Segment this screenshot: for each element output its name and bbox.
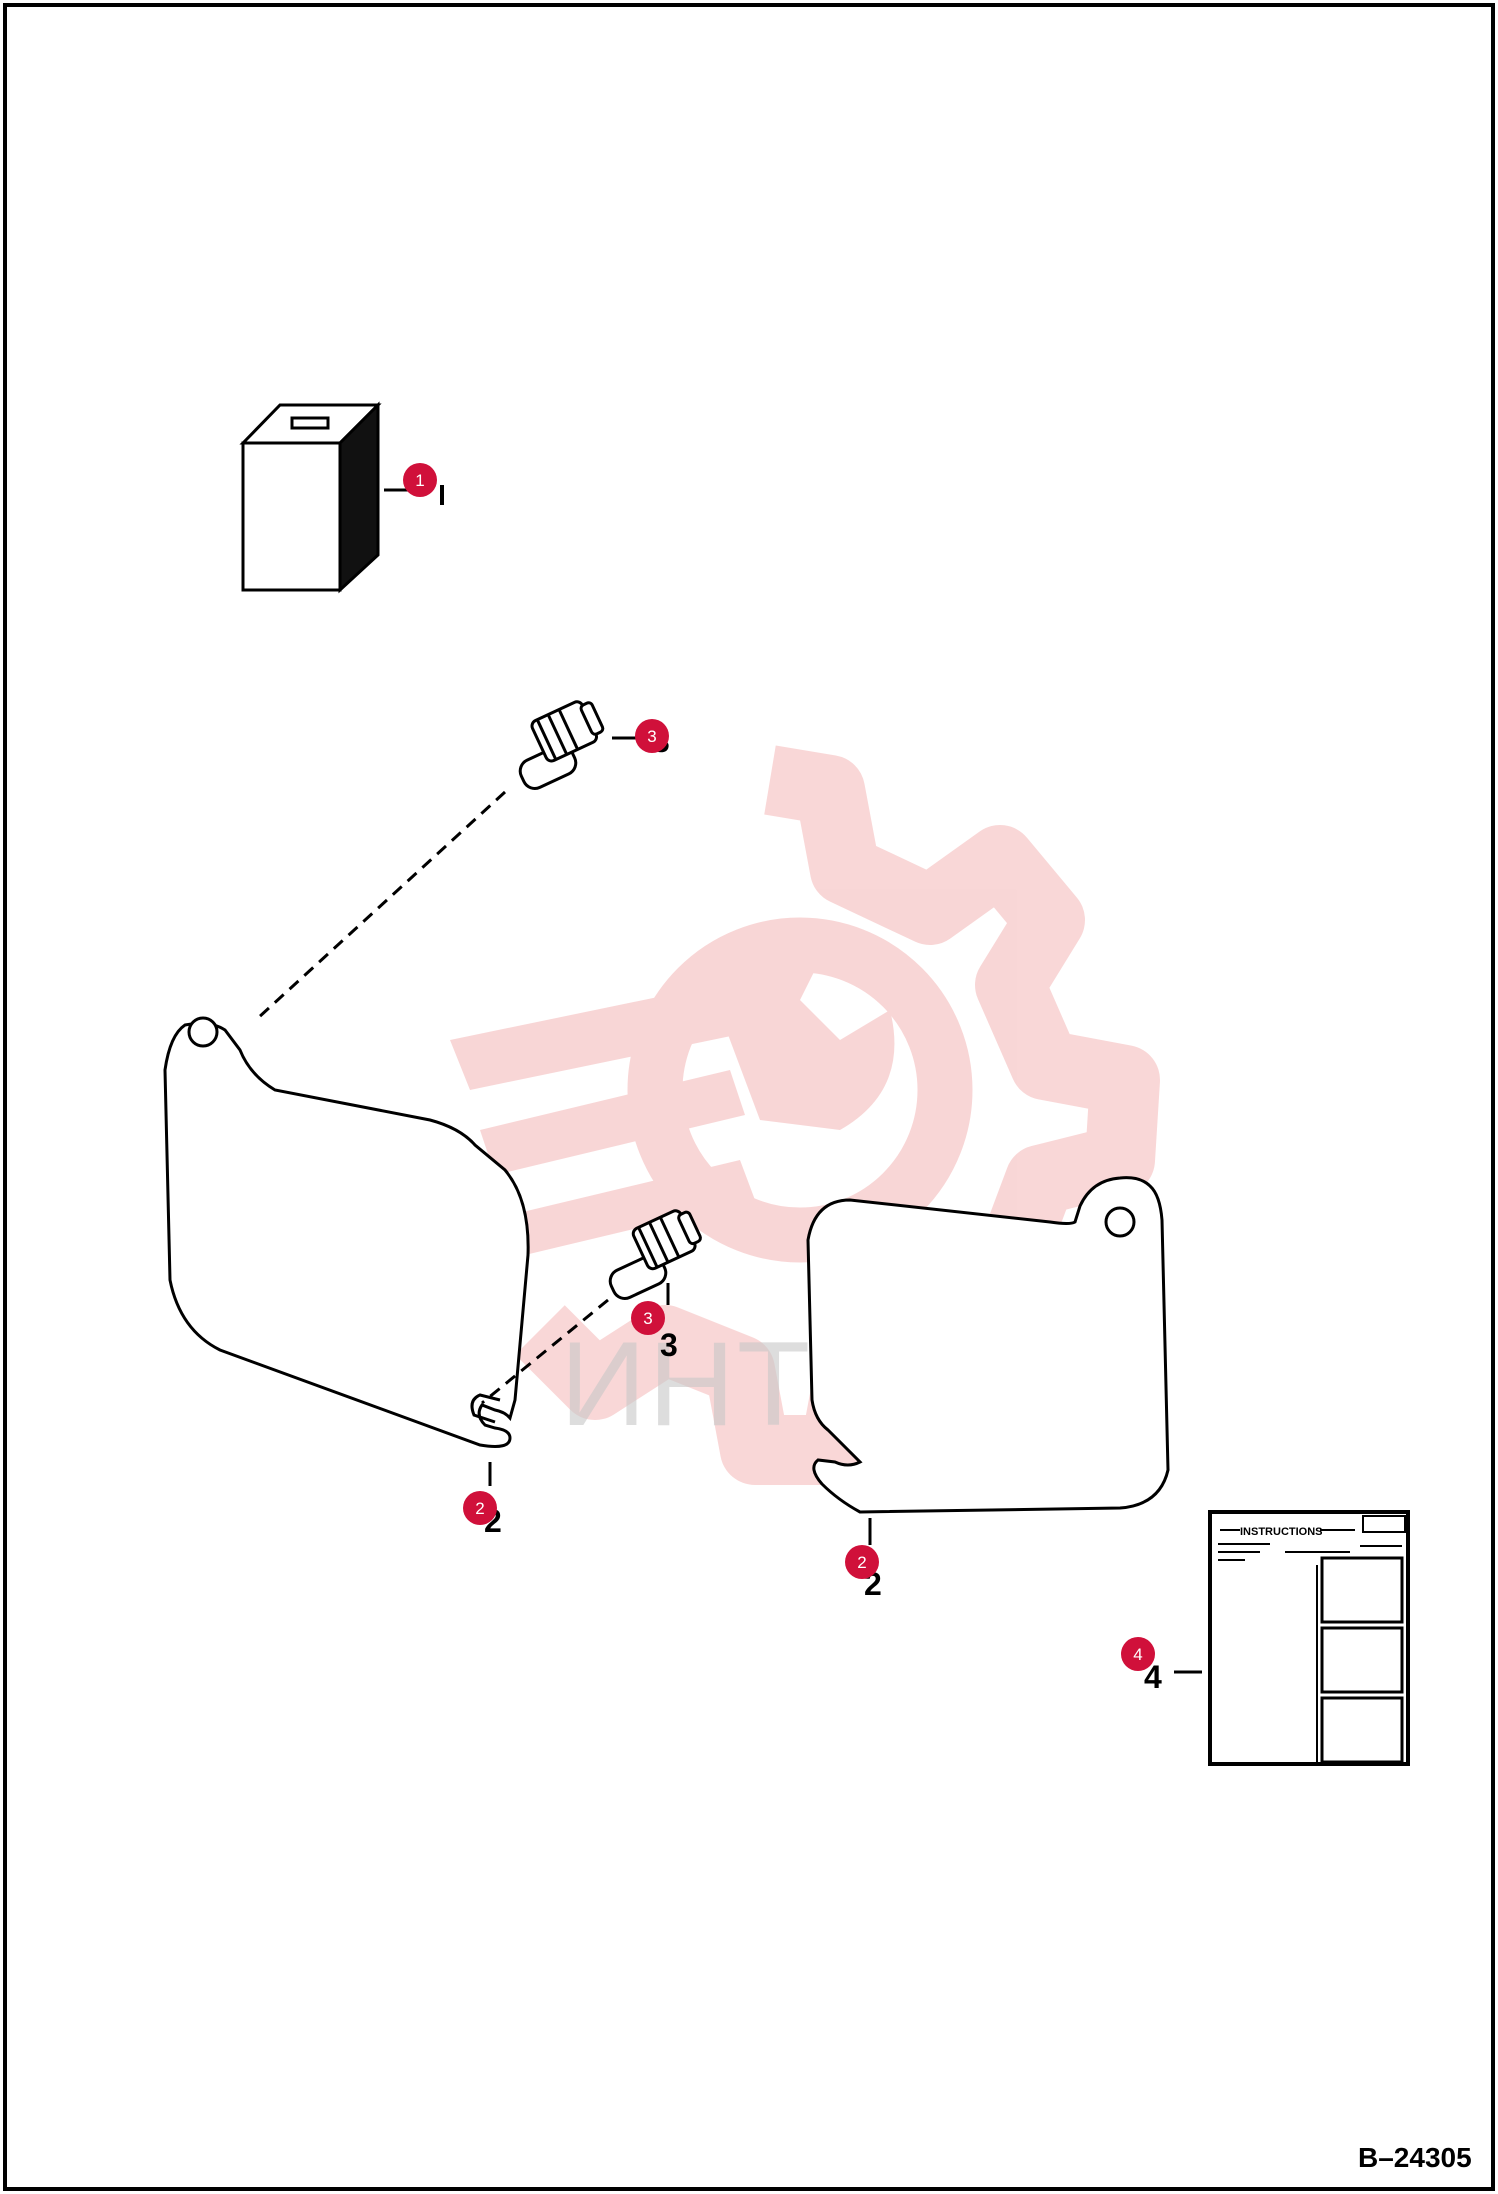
part-4-instruction-sheet: [1208, 1510, 1410, 1766]
callout-2-right[interactable]: 2: [845, 1545, 879, 1579]
svg-text:2: 2: [475, 1499, 484, 1518]
callout-3-middle[interactable]: 3: [631, 1301, 665, 1335]
wrench-head-icon: [700, 924, 895, 1130]
plate-right-hole: [1104, 1206, 1136, 1238]
figure-id: B–24305: [1358, 2142, 1472, 2173]
page-border: [3, 3, 1495, 2191]
assembly-line-upper: [256, 790, 507, 1020]
part-2-plate-right: [806, 1176, 1170, 1514]
callout-1[interactable]: 1: [403, 463, 437, 497]
callout-3-upper[interactable]: 3: [635, 719, 669, 753]
wrench-icon: [450, 980, 760, 1255]
part-number-3b: 3: [660, 1327, 678, 1363]
instruction-heading: INSTRUCTIONS: [1240, 1526, 1323, 1538]
part-number-4: 4: [1144, 1659, 1162, 1695]
part-3-bolt-upper: [518, 700, 605, 790]
svg-text:3: 3: [647, 727, 656, 746]
part-1-block: [239, 401, 382, 594]
callout-4[interactable]: 4: [1121, 1637, 1155, 1671]
callout-2-left[interactable]: 2: [463, 1491, 497, 1525]
svg-text:1: 1: [415, 471, 424, 490]
svg-text:4: 4: [1133, 1645, 1142, 1664]
svg-text:3: 3: [643, 1309, 652, 1328]
part-2-plate-left: [163, 1021, 530, 1448]
svg-text:2: 2: [857, 1553, 866, 1572]
part-3-bolt-middle: [608, 1209, 702, 1300]
plate-left-slot: [470, 1393, 501, 1424]
assembly-line-middle: [481, 1298, 609, 1405]
plate-left-hole: [187, 1016, 219, 1048]
